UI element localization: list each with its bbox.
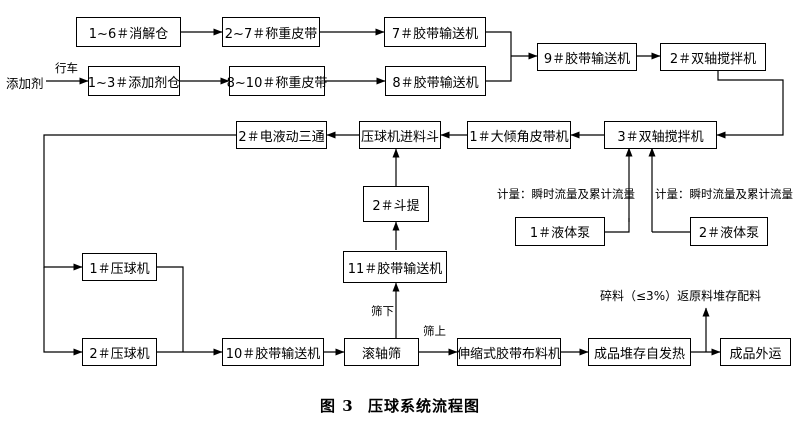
figure-number: 图 3 — [320, 397, 354, 415]
incline-belt-1-node: 1＃大倾角皮带机 — [467, 121, 571, 149]
additive-label: 添加剂 — [6, 76, 44, 91]
mixer-2-node: 2＃双轴搅拌机 — [660, 43, 766, 71]
fines-label: 碎料（≤3%）返原料堆存配料 — [600, 289, 762, 303]
roller-screen-node: 滚轴筛 — [344, 338, 419, 366]
mixer-3-node: 3＃双轴搅拌机 — [604, 121, 717, 149]
truck-label: 行车 — [55, 61, 78, 75]
figure-title: 压球系统流程图 — [367, 397, 480, 415]
tee-valve-2-node: 2＃电液动三通 — [236, 121, 327, 149]
figure-caption: 图 3 压球系统流程图 — [0, 395, 800, 416]
metering-right-label: 计量：瞬时流量及累计流量 — [655, 187, 793, 201]
arrow-tee-to-press1 — [43, 134, 236, 271]
conveyor-11-node: 11＃胶带输送机 — [343, 251, 447, 283]
stockpile-node: 成品堆存自发热 — [588, 338, 691, 366]
weigh-belt-2-7-node: 2~7＃称重皮带 — [222, 17, 320, 47]
additive-silo-1-3-node: 1~3＃添加剂仓 — [88, 66, 180, 96]
feed-hopper-node: 压球机进料斗 — [359, 121, 441, 149]
arrow-mixer2-to-mixer3 — [716, 68, 784, 139]
conveyor-8-node: 8＃胶带输送机 — [385, 66, 486, 96]
undersize-label: 筛下 — [371, 304, 394, 318]
conveyor-10-node: 10＃胶带输送机 — [222, 338, 324, 366]
silo-1-6-node: 1~6＃消解仓 — [76, 17, 181, 47]
shipping-node: 成品外运 — [720, 338, 791, 366]
press-2-node: 2＃压球机 — [82, 338, 157, 366]
metering-left-label: 计量：瞬时流量及累计流量 — [497, 187, 635, 201]
conveyor-9-node: 9＃胶带输送机 — [537, 43, 637, 71]
connector-press1-out — [157, 266, 184, 352]
conveyor-7-node: 7＃胶带输送机 — [384, 17, 486, 47]
connector-pump1 — [605, 218, 630, 233]
elevator-2-node: 2＃斗提 — [363, 186, 429, 222]
pump-2-node: 2＃液体泵 — [690, 217, 768, 246]
connector-conv7-merge — [486, 31, 512, 82]
telescopic-belt-node: 伸缩式胶带布料机 — [457, 338, 561, 366]
arrow-tee-to-press2 — [43, 267, 83, 356]
pump-1-node: 1＃液体泵 — [515, 217, 605, 246]
weigh-belt-8-10-node: 8~10＃称重皮带 — [227, 66, 327, 96]
press-1-node: 1＃压球机 — [82, 253, 157, 281]
oversize-label: 筛上 — [423, 324, 446, 338]
